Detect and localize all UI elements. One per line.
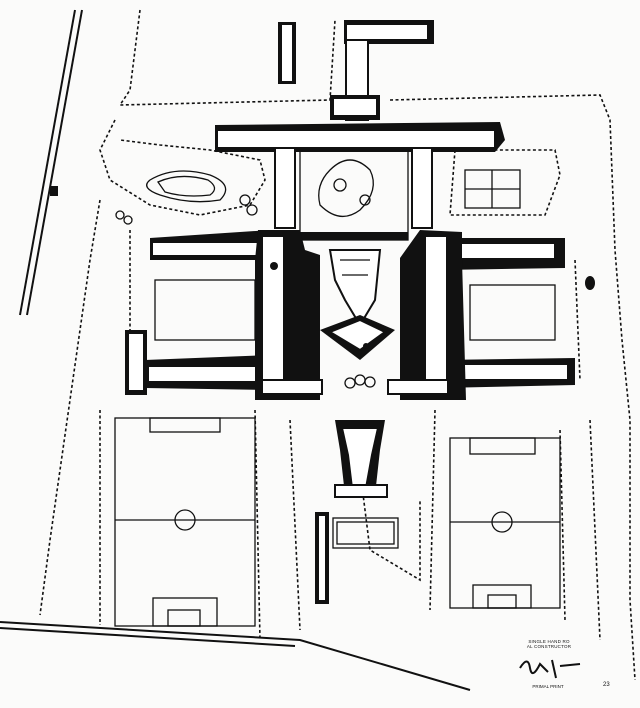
auditorium [334,420,388,498]
main-crossbar [215,122,505,229]
drawing-caption: SINGLE HAND RO AL CONSTRUCTOR [519,639,579,649]
bottom-middle-garden [315,512,399,604]
corner-mark: 23 [603,682,610,688]
caption-line-1: SINGLE HAND RO [528,639,570,644]
bottom-road [0,621,471,691]
left-garden [146,170,227,203]
caption-line-2: AL CONSTRUCTOR [526,644,572,649]
signature-mark [519,659,581,679]
courtyard-garden [299,149,409,241]
site-boundary-trees [39,9,636,681]
right-wing [440,238,575,388]
tree-markers [115,194,595,389]
football-pitch-left [114,417,256,627]
tennis-court [464,169,521,209]
football-pitch-right [449,437,561,609]
left-wing [125,230,280,395]
small-building-marker [50,186,58,196]
caption-bottom: PRIMAL PRINT [532,684,564,689]
top-tower [278,20,434,121]
central-blocks [255,230,466,400]
road-lines [19,9,83,316]
